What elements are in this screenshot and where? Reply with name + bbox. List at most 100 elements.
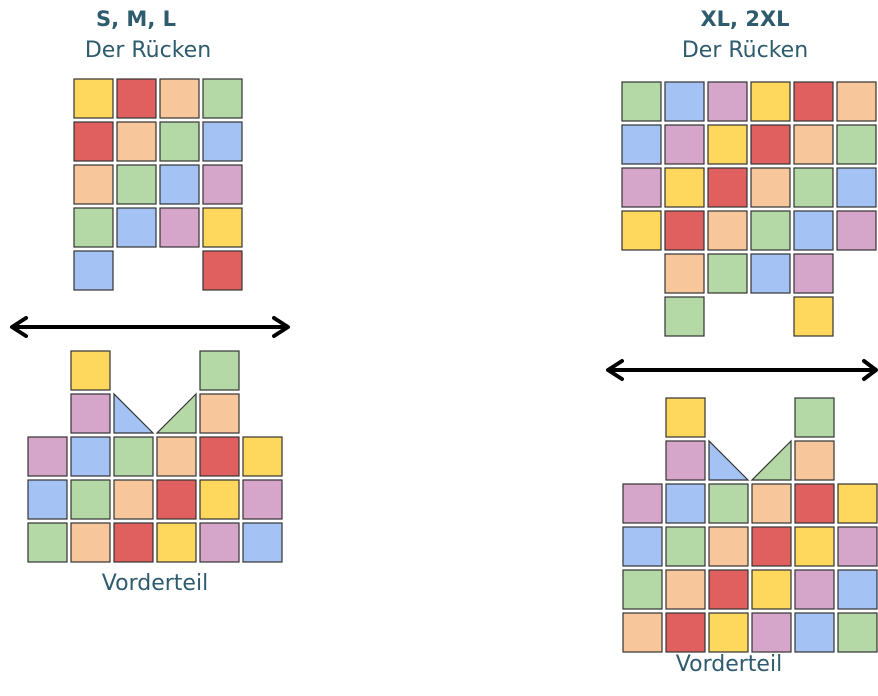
right-front-tile-peach: [665, 569, 706, 610]
left-back-tile-peach: [73, 164, 114, 205]
right-back-tile-green: [750, 210, 791, 251]
right-back-tile-pink: [664, 124, 705, 165]
right-front-tile-yellow: [794, 526, 835, 567]
right-back-tile-red: [707, 167, 748, 208]
left-back-label: Der Rücken: [84, 38, 212, 63]
left-back-tile-green: [159, 121, 200, 162]
left-back-grid: [73, 78, 243, 291]
right-back-tile-blue: [750, 253, 791, 294]
left-back-tile-blue: [73, 250, 114, 291]
left-front-tile-green: [113, 436, 154, 477]
left-front-tile-pink: [242, 479, 283, 520]
left-back-tile-blue: [159, 164, 200, 205]
left-front-label: Vorderteil: [101, 571, 209, 596]
left-back-tile-green: [73, 207, 114, 248]
left-front-tile-blue: [27, 479, 68, 520]
right-front-tile-peach: [622, 612, 663, 653]
right-back-tile-yellow: [793, 296, 834, 337]
right-back-tile-pink: [836, 210, 877, 251]
left-back-tile-blue: [116, 207, 157, 248]
right-front-tile-peach: [751, 483, 792, 524]
left-front-tile-green: [27, 522, 68, 563]
right-front-tile-yellow: [751, 569, 792, 610]
left-front-tile-red: [113, 522, 154, 563]
left-front-grid: [27, 350, 283, 563]
left-front-tile-green: [199, 350, 240, 391]
right-size-label: XL, 2XL: [700, 7, 790, 31]
left-front-tile-red: [156, 479, 197, 520]
left-front-tile-pink: [27, 436, 68, 477]
right-front-tile-yellow: [837, 483, 878, 524]
left-front-tile-yellow: [242, 436, 283, 477]
right-back-tile-yellow: [664, 167, 705, 208]
right-front-tile-pink: [622, 483, 663, 524]
left-front-tile-pink: [199, 522, 240, 563]
right-front-tile-green: [794, 397, 835, 438]
right-back-grid: [621, 81, 877, 337]
left-front-tile-yellow: [199, 479, 240, 520]
left-back-tile-blue: [202, 121, 243, 162]
right-front-tile-green: [665, 526, 706, 567]
right-back-tile-green: [664, 296, 705, 337]
left-front-tile-yellow: [70, 350, 111, 391]
left-back-tile-pink: [159, 207, 200, 248]
left-back-tile-yellow: [202, 207, 243, 248]
right-front-tile-red: [708, 569, 749, 610]
right-front-tile-yellow: [708, 612, 749, 653]
left-front-tile-peach: [70, 522, 111, 563]
left-back-tile-red: [73, 121, 114, 162]
right-front-tile-green: [622, 569, 663, 610]
right-front-tile-tri-green: [750, 439, 792, 481]
right-back-tile-yellow: [621, 210, 662, 251]
right-front-tile-pink: [665, 440, 706, 481]
right-front-tile-green: [837, 612, 878, 653]
left-front-tile-peach: [156, 436, 197, 477]
right-back-tile-blue: [793, 210, 834, 251]
left-front-tile-red: [199, 436, 240, 477]
right-back-tile-red: [664, 210, 705, 251]
right-back-tile-red: [793, 81, 834, 122]
right-front-tile-yellow: [665, 397, 706, 438]
left-front-tile-tri-green: [155, 392, 197, 434]
right-back-tile-peach: [750, 167, 791, 208]
left-front-tile-blue: [242, 522, 283, 563]
right-back-tile-peach: [707, 210, 748, 251]
right-back-tile-green: [707, 253, 748, 294]
left-back-tile-peach: [116, 121, 157, 162]
right-back-tile-blue: [664, 81, 705, 122]
right-back-tile-green: [621, 81, 662, 122]
left-front-tile-green: [70, 479, 111, 520]
left-front-tile-pink: [70, 393, 111, 434]
right-front-label: Vorderteil: [675, 652, 783, 677]
right-front-tile-blue: [622, 526, 663, 567]
right-front-tile-pink: [837, 526, 878, 567]
right-back-tile-red: [750, 124, 791, 165]
right-width-arrow: [606, 359, 878, 381]
right-back-tile-pink: [621, 167, 662, 208]
left-back-tile-pink: [202, 164, 243, 205]
right-front-tile-blue: [837, 569, 878, 610]
right-front-tile-red: [794, 483, 835, 524]
right-front-tile-peach: [708, 526, 749, 567]
right-back-tile-blue: [836, 167, 877, 208]
left-front-tile-blue: [70, 436, 111, 477]
right-front-tile-red: [665, 612, 706, 653]
left-front-tile-tri-blue: [113, 392, 155, 434]
right-back-tile-peach: [793, 124, 834, 165]
right-back-tile-blue: [621, 124, 662, 165]
left-back-tile-red: [202, 250, 243, 291]
left-back-tile-peach: [159, 78, 200, 119]
left-front-tile-peach: [199, 393, 240, 434]
right-front-tile-blue: [794, 612, 835, 653]
right-back-tile-pink: [707, 81, 748, 122]
left-front-tile-yellow: [156, 522, 197, 563]
left-front-tile-peach: [113, 479, 154, 520]
right-back-tile-pink: [793, 253, 834, 294]
right-back-tile-peach: [664, 253, 705, 294]
right-back-tile-green: [836, 124, 877, 165]
left-size-label: S, M, L: [96, 7, 176, 31]
right-front-tile-pink: [794, 569, 835, 610]
right-front-tile-red: [751, 526, 792, 567]
right-back-tile-peach: [836, 81, 877, 122]
right-front-tile-pink: [751, 612, 792, 653]
